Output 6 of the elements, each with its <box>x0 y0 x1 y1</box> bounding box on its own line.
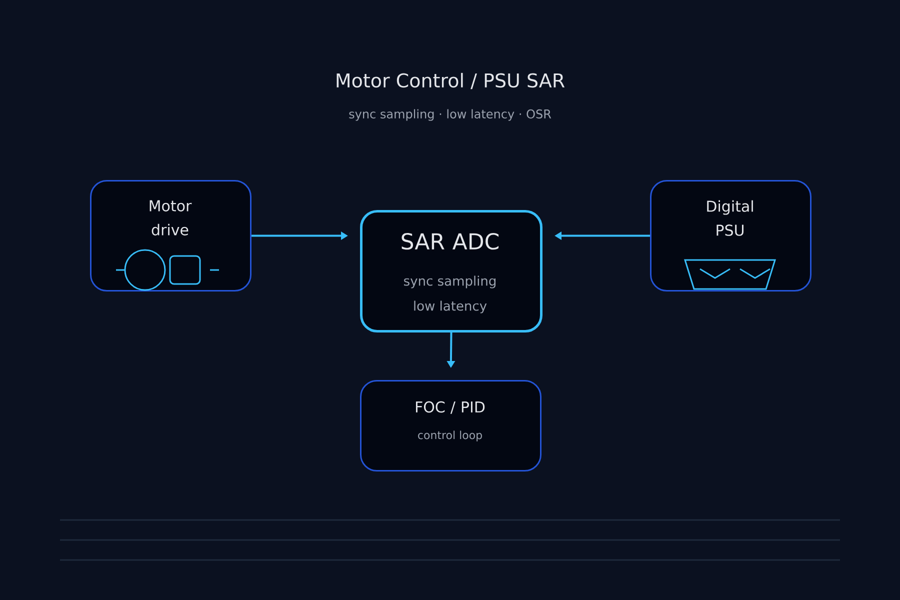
title: Motor Control / PSU SAR <box>336 72 565 90</box>
process-box: Motor drive <box>90 180 252 292</box>
process-box: FOC / PID control loop <box>360 380 542 472</box>
process-box: SAR ADC sync sampling low latency <box>360 210 542 332</box>
process-box: Digital PSU <box>650 180 812 292</box>
subtitle: sync sampling · low latency · OSR <box>349 109 552 121</box>
